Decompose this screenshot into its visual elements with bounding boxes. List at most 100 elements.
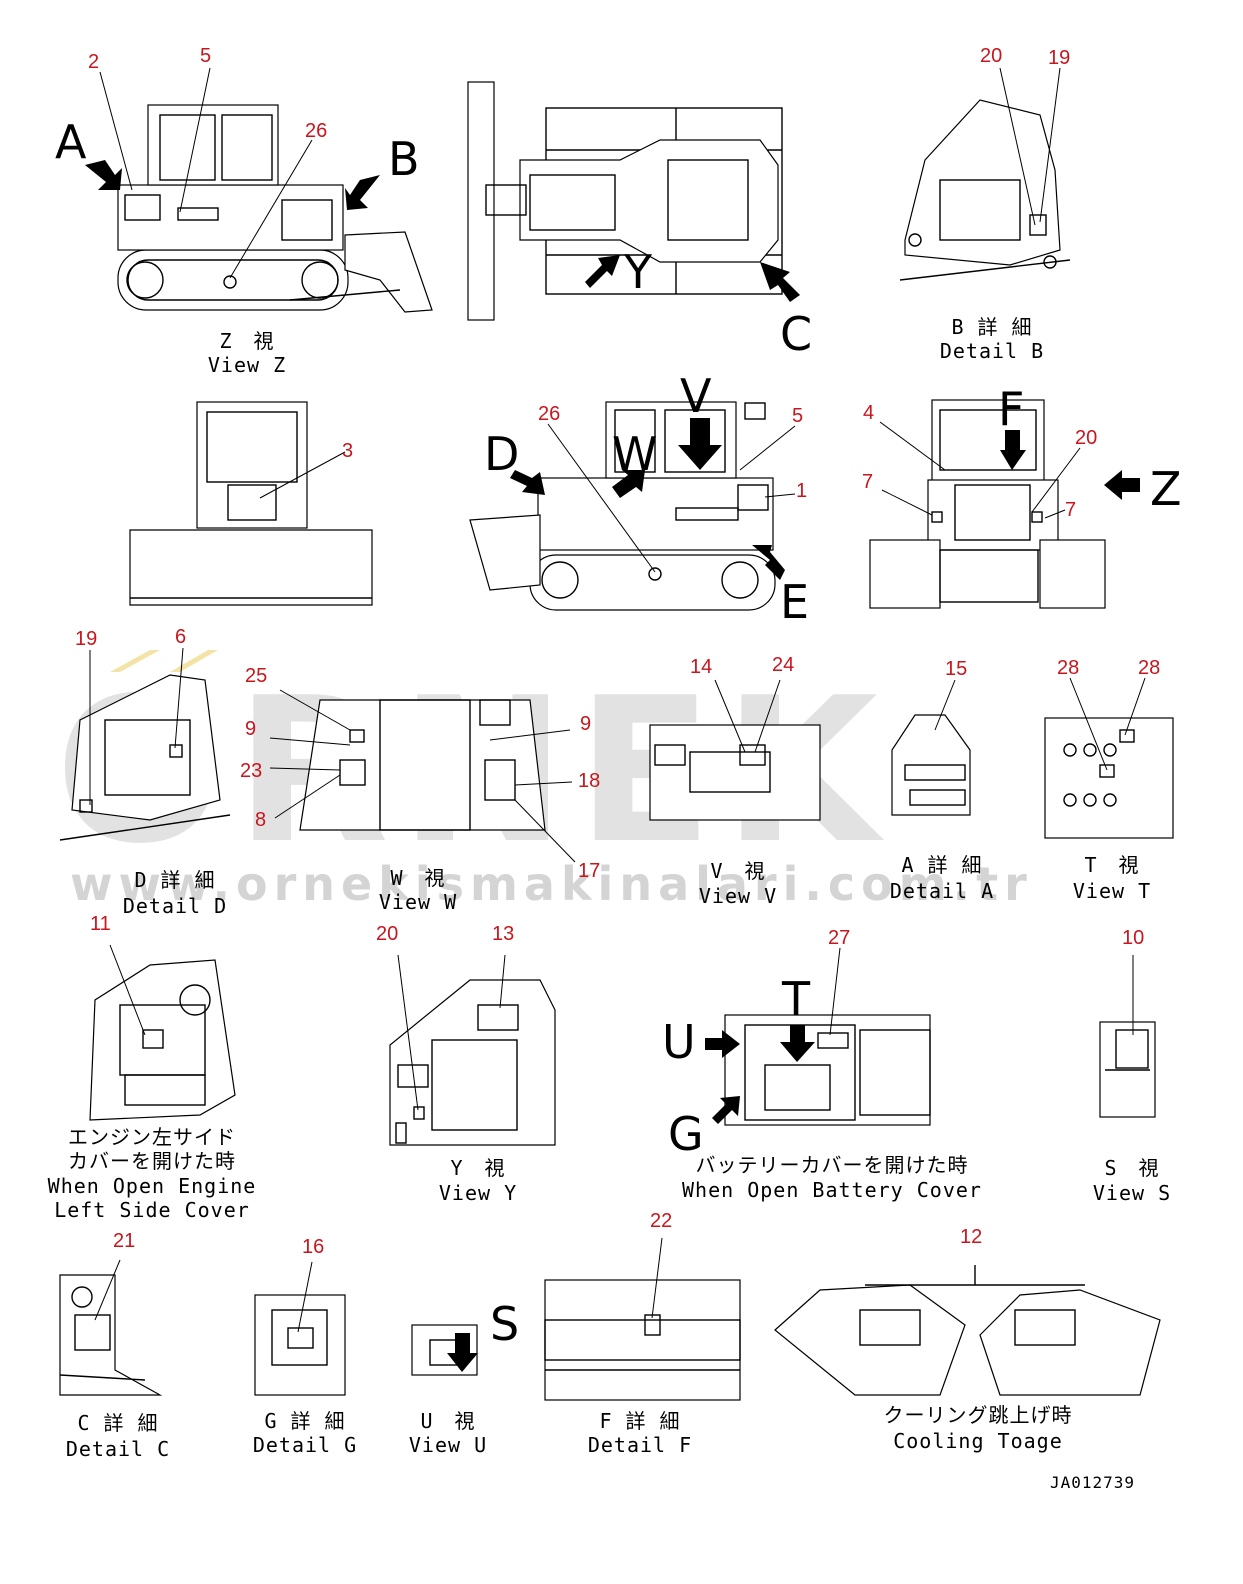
view-letter-w: W xyxy=(612,427,657,481)
callout: 20 xyxy=(980,45,1002,67)
arrow-g xyxy=(712,1096,740,1124)
callout: 7 xyxy=(862,471,873,493)
arrows xyxy=(85,160,1140,1372)
callout: 15 xyxy=(945,658,967,680)
caption-view-y-en: View Y xyxy=(439,1181,517,1205)
arrow-a xyxy=(85,160,122,190)
callout: 5 xyxy=(792,405,803,427)
callouts: 2 5 26 20 19 3 26 5 1 4 20 7 7 19 6 25 9… xyxy=(75,45,1160,1258)
arrow-u xyxy=(705,1030,740,1058)
view-letter-s: S xyxy=(490,1297,519,1351)
watermark-logo-mark xyxy=(110,650,160,672)
callout: 26 xyxy=(305,120,327,142)
arrow-b xyxy=(345,175,380,210)
view-letter-f: F xyxy=(998,382,1024,436)
arrow-d xyxy=(510,470,545,495)
caption-view-u-jp: U 視 xyxy=(420,1409,475,1433)
view-letter-v: V xyxy=(680,369,712,423)
arrow-t xyxy=(780,1025,815,1062)
caption-detail-b-jp: B 詳 細 xyxy=(951,315,1032,339)
view-letter-t: T xyxy=(781,972,811,1026)
view-letter-u: U xyxy=(662,1015,696,1069)
callout: 19 xyxy=(1048,47,1070,69)
arrow-w xyxy=(612,470,645,498)
drawing-id: JA012739 xyxy=(1050,1473,1135,1492)
caption-detail-g-jp: G 詳 細 xyxy=(264,1409,345,1433)
caption-detail-f-en: Detail F xyxy=(588,1433,692,1457)
caption-battery-cover-jp: バッテリーカバーを開けた時 xyxy=(696,1153,969,1177)
view-v-drawing xyxy=(649,724,821,821)
callout: 6 xyxy=(175,626,186,648)
callout: 21 xyxy=(113,1230,135,1252)
caption-view-t-en: View T xyxy=(1073,879,1151,903)
arrow-c xyxy=(760,262,800,302)
view-s-drawing xyxy=(1099,1021,1156,1118)
callout: 19 xyxy=(75,628,97,650)
view-letters: A B C Y V D W E F Z U T G S xyxy=(55,115,1182,1351)
callout: 28 xyxy=(1138,657,1160,679)
view-letter-b: B xyxy=(388,132,420,186)
arrow-s xyxy=(447,1333,478,1372)
callout: 25 xyxy=(245,665,267,687)
view-letter-z: Z xyxy=(1150,462,1182,516)
caption-cooling-en: Cooling Toage xyxy=(893,1429,1063,1453)
callout: 9 xyxy=(245,718,256,740)
caption-detail-d-jp: D 詳 細 xyxy=(134,868,215,892)
callout: 20 xyxy=(1075,427,1097,449)
view-z-drawing xyxy=(117,104,433,313)
view-letter-d: D xyxy=(484,427,519,481)
view-letter-y: Y xyxy=(623,245,653,299)
battery-cover-drawing xyxy=(724,1014,931,1126)
callout: 27 xyxy=(828,927,850,949)
callout: 3 xyxy=(342,440,353,462)
callout: 9 xyxy=(580,713,591,735)
callout: 14 xyxy=(690,656,712,678)
caption-view-v-jp: V 視 xyxy=(710,859,765,883)
caption-detail-c-en: Detail C xyxy=(66,1437,170,1461)
callout: 2 xyxy=(88,51,99,73)
callout: 13 xyxy=(492,923,514,945)
arrow-y xyxy=(585,255,620,288)
caption-detail-b-en: Detail B xyxy=(940,339,1044,363)
caption-engine-cover-en2: Left Side Cover xyxy=(54,1198,250,1222)
detail-a-drawing xyxy=(891,714,971,816)
arrow-e xyxy=(752,545,785,580)
callout: 4 xyxy=(863,402,874,424)
callout: 8 xyxy=(255,809,266,831)
caption-detail-f-jp: F 詳 細 xyxy=(599,1409,680,1433)
arrow-f xyxy=(1000,430,1026,470)
detail-c-drawing xyxy=(59,1274,163,1396)
caption-view-t-jp: T 視 xyxy=(1084,853,1139,877)
callout: 18 xyxy=(578,770,600,792)
caption-view-v-en: View V xyxy=(699,884,777,908)
caption-engine-cover-en1: When Open Engine xyxy=(48,1174,257,1198)
callout: 11 xyxy=(90,913,111,935)
view-letter-c: C xyxy=(780,307,812,361)
engine-cover-drawing xyxy=(89,959,236,1121)
view-y-drawing xyxy=(389,979,556,1146)
caption-view-s-jp: S 視 xyxy=(1104,1156,1159,1180)
view-letter-e: E xyxy=(780,575,809,629)
callout: 7 xyxy=(1065,499,1076,521)
callout: 10 xyxy=(1122,927,1144,949)
caption-detail-d-en: Detail D xyxy=(123,894,227,918)
rear-view-drawing xyxy=(869,399,1106,609)
arrow-v xyxy=(678,418,722,470)
front-view-3 xyxy=(129,401,373,606)
cooling-drawing xyxy=(774,1265,1161,1396)
caption-cooling-jp: クーリング跳上げ時 xyxy=(884,1403,1073,1427)
callout: 24 xyxy=(772,654,794,676)
callout: 5 xyxy=(200,45,211,67)
detail-b-drawing xyxy=(899,99,1071,281)
callout: 1 xyxy=(796,480,807,502)
caption-view-w-en: View W xyxy=(379,890,457,914)
caption-view-u-en: View U xyxy=(409,1433,487,1457)
callout: 23 xyxy=(240,760,262,782)
caption-battery-cover-en: When Open Battery Cover xyxy=(682,1178,982,1202)
detail-d-drawing xyxy=(59,674,231,841)
caption-detail-a-jp: A 詳 細 xyxy=(901,853,982,877)
view-t-drawing xyxy=(1044,717,1174,839)
callout: 26 xyxy=(538,403,560,425)
caption-view-z-en: View Z xyxy=(208,353,286,377)
